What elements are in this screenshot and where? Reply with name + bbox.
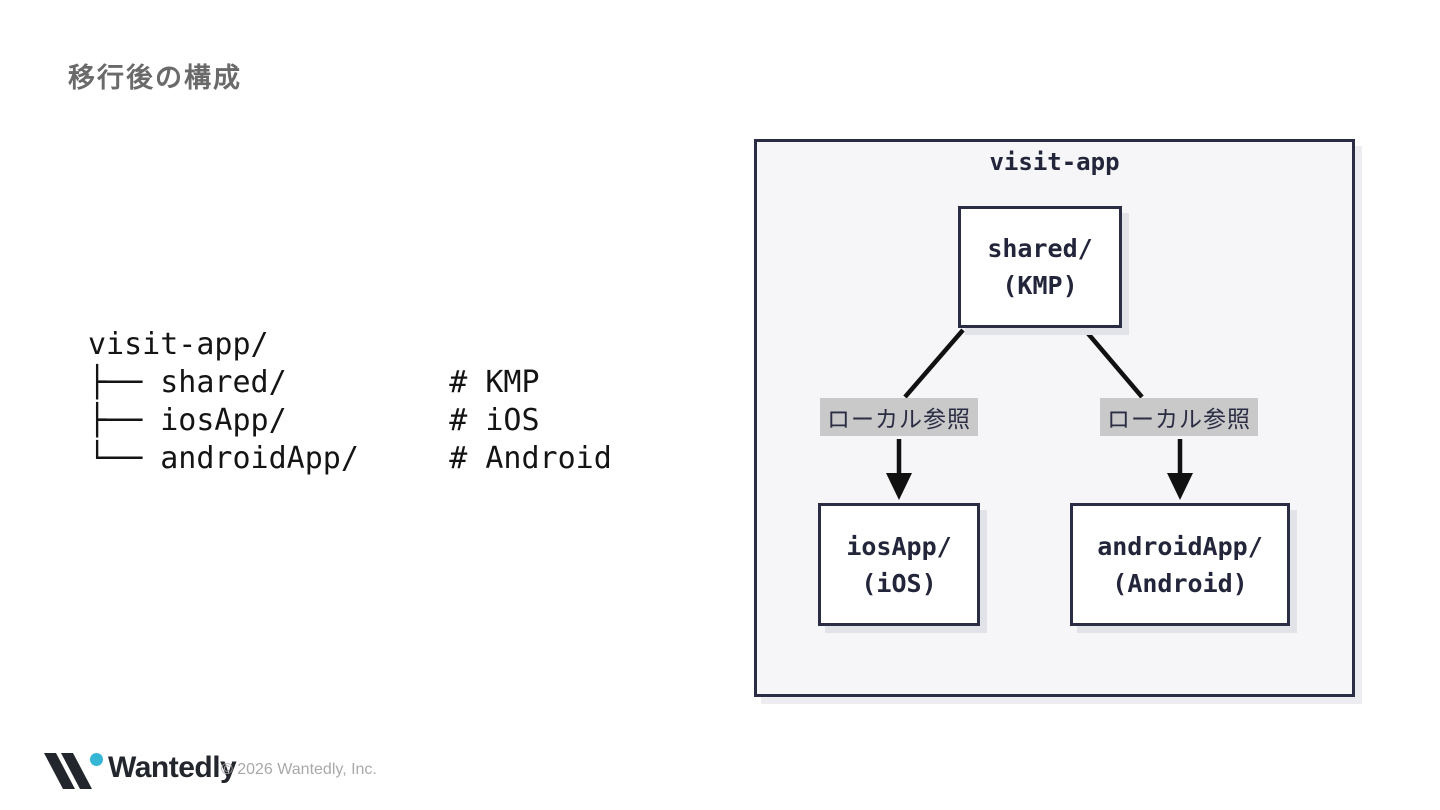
node-ios-name: iosApp/ [846, 531, 952, 561]
wantedly-logo-icon [44, 753, 103, 789]
node-android-app: androidApp/ (Android) [1070, 503, 1290, 626]
copyright-text: © 2026 Wantedly, Inc. [221, 761, 377, 778]
node-android-name: androidApp/ [1097, 531, 1263, 561]
architecture-diagram: visit-app shared/ (KMP) ローカル参照 ローカル参照 io… [754, 139, 1355, 697]
node-shared-name: shared/ [987, 234, 1093, 263]
node-shared: shared/ (KMP) [958, 206, 1122, 328]
node-ios-app: iosApp/ (iOS) [818, 503, 980, 626]
tree-line-root: visit-app/ [88, 327, 269, 362]
node-ios-subtitle: (iOS) [861, 568, 937, 598]
edge-label-local-ref-right: ローカル参照 [1100, 398, 1258, 436]
page-title: 移行後の構成 [68, 63, 242, 93]
wantedly-logo-wordmark: Wantedly [108, 751, 237, 784]
tree-line-ios: ├── iosApp/ # iOS [88, 403, 540, 438]
edge-label-local-ref-left: ローカル参照 [820, 398, 978, 436]
node-shared-subtitle: (KMP) [1002, 271, 1078, 300]
diagram-container-label: visit-app [989, 148, 1120, 176]
tree-line-shared: ├── shared/ # KMP [88, 365, 540, 400]
tree-line-android: └── androidApp/ # Android [88, 441, 612, 476]
directory-tree: visit-app/ ├── shared/ # KMP ├── iosApp/… [88, 326, 612, 478]
node-android-subtitle: (Android) [1112, 568, 1248, 598]
